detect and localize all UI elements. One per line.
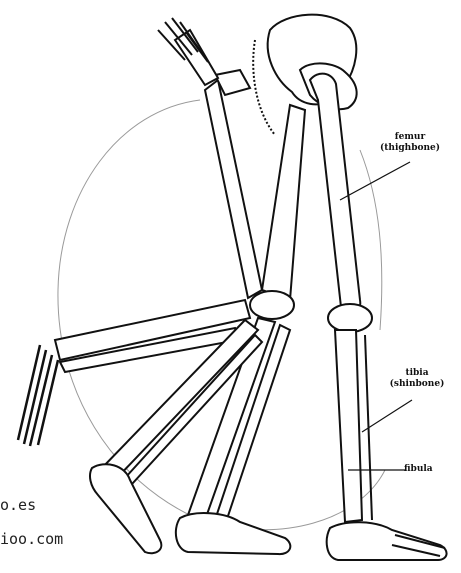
femur-label-sub: (thighbone): [380, 143, 440, 154]
tibia-label: tibia (shinbone): [384, 368, 450, 390]
femur-label-text: femur: [380, 132, 440, 143]
watermark-line-1: o.es: [0, 496, 36, 514]
femur-label: femur (thighbone): [380, 132, 440, 154]
tibia-bone: [335, 330, 362, 522]
tibia-label-sub: (shinbone): [384, 379, 450, 390]
watermark-line-2: ioo.com: [0, 530, 63, 548]
tibia-label-text: tibia: [384, 368, 450, 379]
femur-pointer: [340, 162, 410, 200]
fibula-label: fibula: [404, 464, 444, 475]
standing-foot-bones: [327, 522, 447, 560]
tibia-pointer: [362, 400, 412, 432]
fibula-label-text: fibula: [404, 464, 433, 474]
kicked-foot-bones: [18, 345, 58, 446]
raised-leg-bones: [175, 30, 262, 298]
middle-foot-bones: [176, 513, 291, 554]
lower-foot-bones: [90, 464, 161, 553]
femur-bone: [310, 74, 372, 332]
